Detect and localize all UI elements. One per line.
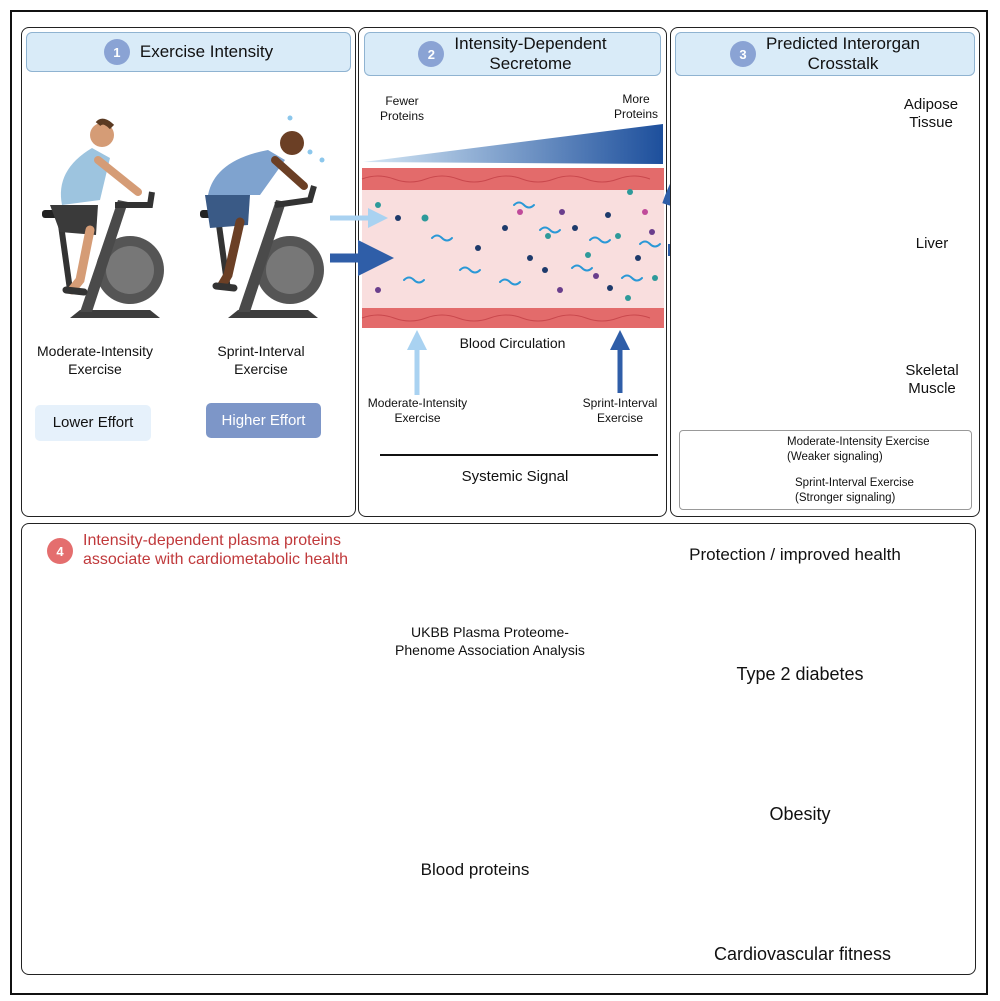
panel3-header: 3 Predicted Interorgan Crosstalk [675, 32, 975, 76]
obesity-label: Obesity [769, 804, 831, 824]
lower-effort-badge: Lower Effort [35, 405, 151, 441]
blood-proteins-label: Blood proteins [420, 860, 530, 879]
cardiovascular-fitness-label: Cardiovascular fitness [713, 944, 892, 964]
panel-interorgan-crosstalk [670, 27, 980, 517]
panel2-header: 2 Intensity-Dependent Secretome [364, 32, 661, 76]
skeletal-muscle-label: Skeletal Muscle [905, 362, 959, 397]
panel4-number-badge: 4 [47, 538, 73, 564]
panel3-title: Predicted Interorgan Crosstalk [765, 34, 921, 73]
moderate-exercise-label: Moderate-Intensity Exercise [37, 343, 153, 377]
panel3-number-badge: 3 [729, 41, 756, 67]
panel1-title: Exercise Intensity [139, 42, 274, 61]
panel4-title: Intensity-dependent plasma proteins asso… [83, 532, 349, 568]
blood-circulation-label: Blood Circulation [459, 335, 566, 351]
systemic-signal-label: Systemic Signal [461, 468, 569, 485]
moderate-label-panel2: Moderate-Intensity Exercise [367, 396, 468, 425]
protection-heading: Protection / improved health [689, 545, 901, 564]
protein-gradient-wedge [363, 124, 663, 164]
panel2-number-badge: 2 [418, 41, 445, 67]
ukbb-analysis-label: UKBB Plasma Proteome- Phenome Associatio… [395, 624, 585, 658]
sprint-label-panel2: Sprint-Interval Exercise [582, 396, 658, 425]
figure-frame [10, 10, 988, 995]
fewer-proteins-label: Fewer Proteins [379, 94, 425, 123]
legend-sprint-label: Sprint-Interval Exercise (Stronger signa… [795, 477, 914, 504]
more-proteins-label: More Proteins [613, 92, 659, 121]
vessel-top-wall [362, 168, 664, 190]
panel2-title: Intensity-Dependent Secretome [454, 34, 607, 73]
protein-particles [375, 189, 658, 301]
vessel-lumen [362, 190, 664, 308]
adipose-tissue-label: Adipose Tissue [903, 96, 959, 131]
type2-diabetes-label: Type 2 diabetes [736, 664, 864, 684]
legend-moderate-label: Moderate-Intensity Exercise (Weaker sign… [787, 436, 930, 463]
panel1-number-badge: 1 [103, 39, 130, 65]
panel1-header: 1 Exercise Intensity [26, 32, 351, 72]
crosstalk-legend-box [679, 430, 972, 510]
sprint-cyclist-icon [200, 115, 325, 318]
moderate-cyclist-icon [42, 118, 164, 318]
liver-label: Liver [915, 235, 949, 252]
protein-squiggles [403, 201, 661, 286]
higher-effort-badge: Higher Effort [206, 403, 321, 438]
sprint-exercise-label: Sprint-Interval Exercise [217, 343, 305, 377]
vessel-bottom-wall [362, 308, 664, 328]
panel-cardiometabolic-health [21, 523, 976, 975]
